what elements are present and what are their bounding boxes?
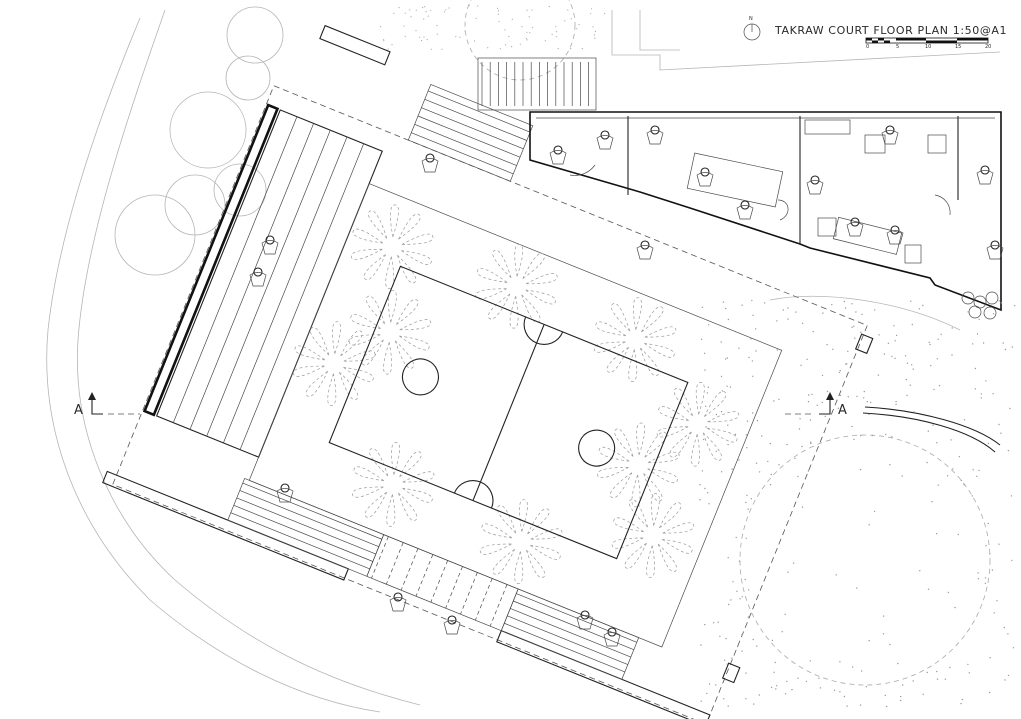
scale-tick-15: 15 <box>955 44 961 50</box>
section-marker-right: A <box>785 392 847 418</box>
person-figure-icon <box>646 125 664 145</box>
person-figure-icon <box>846 217 864 237</box>
person-figure-icon <box>421 153 439 173</box>
person-figure-icon <box>636 240 654 260</box>
person-figure-icon <box>603 627 621 647</box>
annex-building <box>529 111 1002 312</box>
person-figure-icon <box>576 610 594 630</box>
gravel-texture <box>380 4 1016 708</box>
entrance-stairs <box>477 57 597 111</box>
site-context <box>46 0 1001 713</box>
person-figure-icon <box>389 592 407 612</box>
person-figure-icon <box>596 130 614 150</box>
person-figure-icon <box>806 175 824 195</box>
person-figure-icon <box>549 145 567 165</box>
court-building <box>102 24 874 719</box>
scale-tick-0: 0 <box>866 44 869 50</box>
left-bleachers <box>142 103 383 458</box>
person-figure-icon <box>736 200 754 220</box>
people-figures <box>249 125 1004 647</box>
title-block: N TAKRAW COURT FLOOR PLAN 1:50@A1 0 5 10… <box>743 16 1007 50</box>
person-figure-icon <box>249 267 267 287</box>
person-figure-icon <box>986 240 1004 260</box>
top-steps <box>407 84 534 182</box>
north-label: N <box>749 16 753 22</box>
section-label-left: A <box>74 403 83 418</box>
person-figure-icon <box>276 483 294 503</box>
person-figure-icon <box>261 235 279 255</box>
section-label-right: A <box>838 403 847 418</box>
section-marker-left: A <box>74 392 140 418</box>
bottom-steps <box>227 477 640 680</box>
scale-bar <box>865 37 989 44</box>
person-figure-icon <box>696 167 714 187</box>
person-figure-icon <box>976 165 994 185</box>
person-figure-icon <box>443 615 461 635</box>
scale-tick-5: 5 <box>896 44 899 50</box>
person-figure-icon <box>886 225 904 245</box>
scale-tick-10: 10 <box>925 44 931 50</box>
court-floor-pattern <box>248 183 783 648</box>
scale-tick-20: 20 <box>985 44 991 50</box>
drawing-title: TAKRAW COURT FLOOR PLAN 1:50@A1 <box>774 24 1007 37</box>
takraw-court <box>328 265 689 560</box>
plants <box>961 291 999 320</box>
person-figure-icon <box>881 125 899 145</box>
